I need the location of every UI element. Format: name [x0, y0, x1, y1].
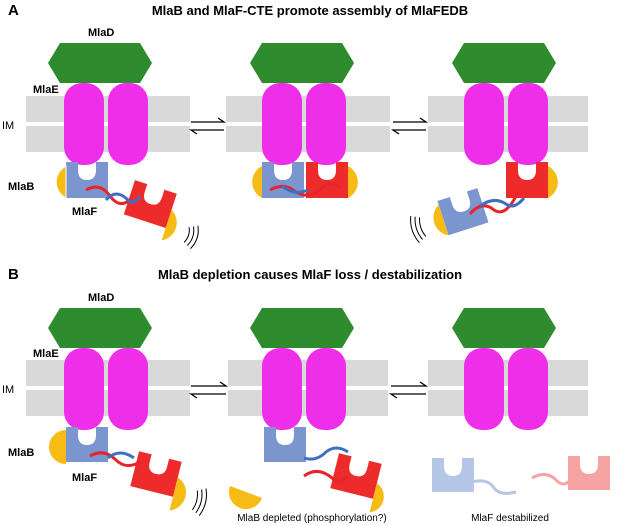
mlaf-blue-subunit [66, 427, 108, 462]
caption-mlab-depleted: MlaB depleted (phosphorylation?) [237, 513, 387, 524]
mlad-hexagon [452, 308, 556, 348]
mlad-hexagon [250, 43, 354, 83]
mlad-hexagon [48, 43, 152, 83]
mlaf-cte-tail [468, 191, 520, 216]
complex-b2 [228, 308, 384, 513]
mlaf-cte-tail [281, 184, 309, 194]
mlaf-cte-tail [479, 197, 526, 208]
mlae-subunit [464, 348, 504, 430]
mlae-subunit [64, 348, 104, 430]
im-label-b: IM [2, 384, 14, 396]
mlae-label-a: MlaE [33, 84, 59, 96]
mlaf-red-subunit [306, 162, 348, 198]
panel-a-letter: A [8, 2, 19, 19]
mlab-protein [169, 477, 186, 511]
equilibrium-arrows-icon [188, 381, 229, 399]
mlab-protein [433, 204, 449, 236]
complex-a1 [48, 43, 199, 250]
mlaf-blue-destabilized [432, 458, 474, 492]
mlab-label-b: MlaB [8, 447, 34, 459]
mlaf-blue-subunit [264, 427, 306, 462]
mlaf-label-a: MlaF [72, 206, 97, 218]
mlaf-cte-tail [303, 470, 350, 483]
vibration-lines-icon [410, 215, 427, 243]
mlae-subunit [508, 348, 548, 430]
vibration-lines-icon [191, 488, 207, 516]
mlad-label-a: MlaD [88, 27, 114, 39]
mlab-protein [369, 483, 384, 513]
mlaf-cte-tail [104, 192, 142, 204]
panel-b-letter: B [8, 266, 19, 283]
mlad-label-b: MlaD [88, 292, 114, 304]
mlab-label-a: MlaB [8, 181, 34, 193]
mlae-subunit [262, 83, 302, 165]
mlae-subunit [64, 83, 104, 165]
equilibrium-arrows-icon [390, 117, 429, 135]
panel-b-title: MlaB depletion causes MlaF loss / destab… [158, 267, 462, 282]
mlae-subunit [306, 348, 346, 430]
mlab-protein [49, 430, 66, 464]
mlaf-cte-tail-faded [471, 479, 517, 495]
mlae-subunit [108, 83, 148, 165]
mlae-label-b: MlaE [33, 348, 59, 360]
mlad-hexagon [250, 308, 354, 348]
complex-a2 [250, 43, 358, 198]
mlaf-cte-tail-faded [531, 473, 572, 486]
mlad-hexagon [48, 308, 152, 348]
mlaf-red-subunit [330, 453, 382, 499]
mlaf-red-subunit [123, 180, 177, 228]
mlaf-cte-tail [89, 451, 141, 467]
mlae-subunit [108, 348, 148, 430]
mlab-protein [252, 166, 262, 198]
mlaf-cte-tail [303, 446, 349, 461]
mlaf-red-destabilized [568, 456, 610, 490]
mlaf-red-subunit [506, 162, 548, 198]
mlaf-red-subunit [130, 451, 182, 497]
panel-a-title: MlaB and MlaF-CTE promote assembly of Ml… [152, 3, 468, 18]
mlab-protein-free [228, 486, 262, 510]
mlaf-blue-subunit [66, 162, 108, 198]
complex-b3 [432, 308, 610, 495]
mlab-protein [348, 166, 358, 198]
caption-mlaf-destabilized: MlaF destabilized [471, 513, 549, 524]
complex-b1 [48, 308, 207, 516]
equilibrium-arrows-icon [388, 381, 429, 399]
mlae-subunit [262, 348, 302, 430]
mlaf-cte-tail [107, 451, 135, 460]
mlab-protein [55, 165, 67, 199]
equilibrium-arrows-icon [188, 117, 227, 135]
mlad-hexagon [452, 43, 556, 83]
mlaf-blue-subunit [437, 188, 489, 236]
mlab-protein [548, 166, 558, 198]
mlae-subunit [508, 83, 548, 165]
vibration-lines-icon [183, 225, 199, 250]
mlae-subunit [306, 83, 346, 165]
mlae-subunit [464, 83, 504, 165]
mlab-protein [161, 209, 177, 241]
complex-a3 [410, 43, 558, 243]
mlaf-label-b: MlaF [72, 472, 97, 484]
im-label-a: IM [2, 120, 14, 132]
